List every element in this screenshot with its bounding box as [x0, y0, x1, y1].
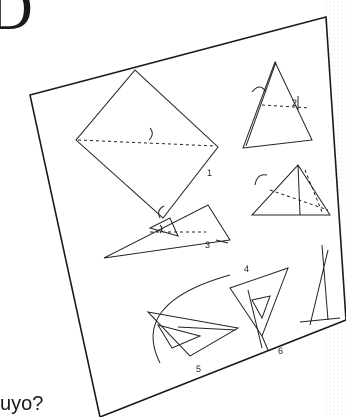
- step-label-2: 2: [292, 98, 297, 108]
- step-label-4: 4: [244, 264, 249, 274]
- step-label-3: 3: [205, 240, 210, 250]
- step-label-1: 1: [207, 168, 212, 178]
- instruction-card-border: [30, 17, 346, 417]
- step-label-5: 5: [196, 364, 201, 374]
- bottom-text-fragment: uyo?: [0, 394, 43, 414]
- step-label-6: 6: [278, 346, 283, 356]
